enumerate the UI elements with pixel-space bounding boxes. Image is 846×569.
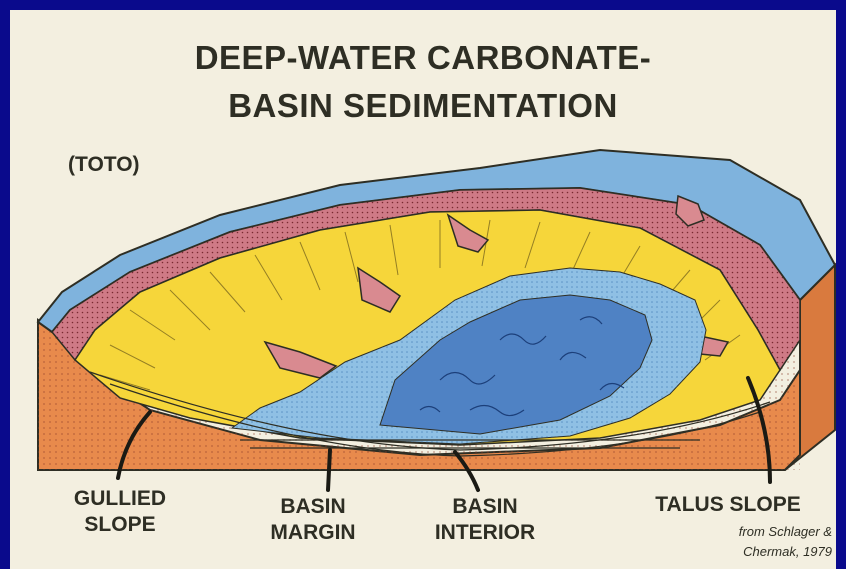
credit-line1: from Schlager & [640, 522, 832, 542]
label-basin-interior-line2: INTERIOR [410, 520, 560, 546]
label-basin-interior: BASIN INTERIOR [410, 494, 560, 546]
label-basin-margin-line2: MARGIN [248, 520, 378, 546]
label-gullied-slope-line2: SLOPE [60, 512, 180, 538]
label-talus-slope: TALUS SLOPE [620, 492, 836, 518]
credit: from Schlager & Chermak, 1979 [640, 522, 832, 562]
label-basin-interior-line1: BASIN [410, 494, 560, 520]
leader-basin-margin [328, 450, 330, 490]
credit-line2: Chermak, 1979 [640, 542, 832, 562]
label-gullied-slope: GULLIED SLOPE [60, 486, 180, 538]
label-gullied-slope-line1: GULLIED [60, 486, 180, 512]
label-basin-margin-line1: BASIN [248, 494, 378, 520]
label-basin-margin: BASIN MARGIN [248, 494, 378, 546]
